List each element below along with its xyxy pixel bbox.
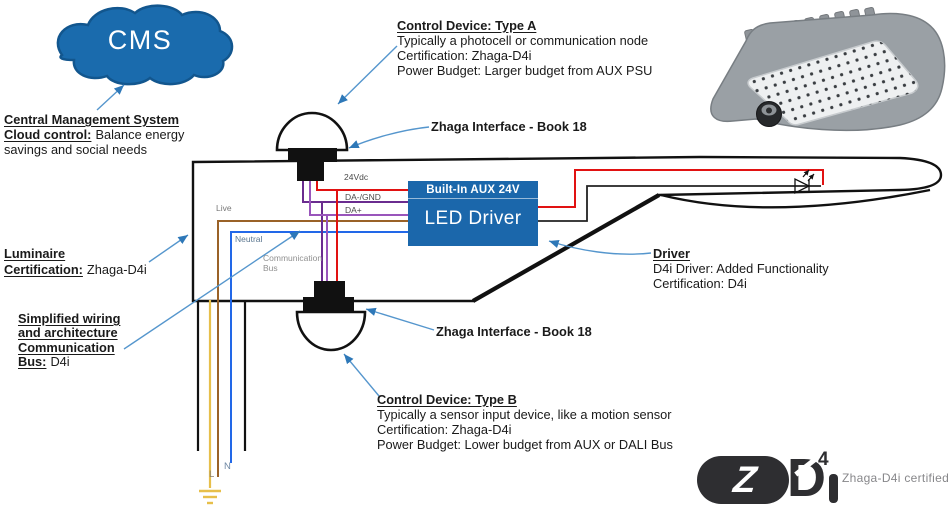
cms-cloud-label: CMS (107, 25, 173, 55)
top-dome (275, 111, 349, 152)
driver-note: Driver D4i Driver: Added Functionality C… (653, 246, 829, 291)
cms-cloud-shape (56, 4, 234, 86)
arrow-to-comm-bus (123, 230, 301, 350)
cms-cloud (56, 4, 234, 86)
driver-aux-header: Built-In AUX 24V (408, 181, 538, 199)
arrow-to-cloud (96, 84, 125, 111)
type-b-line3: Power Budget: Lower budget from AUX or D… (377, 437, 673, 452)
zhaga-book18-top-label: Zhaga Interface - Book 18 (431, 119, 587, 134)
zhaga-logo-badge (697, 456, 789, 504)
logo-i-stem (829, 474, 838, 503)
cms-note-line2: savings and social needs (4, 142, 147, 157)
logo-certified-text: Zhaga-D4i certified (842, 471, 950, 485)
logo-4-glyph: 4 (818, 449, 829, 470)
photocell-knob (756, 101, 782, 127)
cms-note-lead: Cloud control: (4, 127, 92, 142)
luminaire-value: Zhaga-D4i (86, 261, 147, 277)
luminaire-heading1: Luminaire (4, 246, 66, 261)
streetlight-photo (710, 6, 946, 132)
wire-label-da-gnd: DA-/GND (345, 192, 381, 202)
wire-da-plus (309, 180, 412, 216)
wire-label-n: N (224, 461, 231, 472)
top-receptacle-stem (297, 161, 324, 181)
led-diode-symbol (794, 169, 815, 195)
simplified-line4: Bus: (18, 354, 47, 370)
wires (208, 169, 824, 488)
type-b-heading: Control Device: Type B (377, 392, 517, 407)
driver-note-line1: D4i Driver: Added Functionality (653, 261, 829, 276)
housing-path (191, 155, 943, 303)
arrow-to-bottom-receptacle (365, 307, 435, 331)
wire-24vdc-out (536, 169, 824, 208)
wire-led-return (536, 185, 821, 222)
cms-note-lead-rest: Balance energy (95, 127, 185, 142)
type-b-note: Control Device: Type B Typically a senso… (377, 392, 673, 452)
driver-note-heading: Driver (653, 246, 690, 261)
type-a-line1: Typically a photocell or communication n… (397, 33, 649, 48)
wire-label-comm-line2: Bus (263, 263, 278, 273)
driver-note-line2: Certification: D4i (653, 276, 747, 291)
wire-label-da-plus: DA+ (345, 205, 362, 215)
bottom-dome-base (303, 297, 354, 312)
wire-da-gnd (302, 180, 412, 203)
logo-z-glyph: Z (731, 459, 759, 500)
wire-24vdc (316, 180, 412, 191)
luminaire-heading2: Certification: (4, 261, 83, 277)
type-a-heading: Control Device: Type A (397, 18, 537, 33)
arrow-to-bottom-dome (343, 353, 380, 397)
type-b-line1: Typically a sensor input device, like a … (377, 407, 672, 422)
zhaga-receptacle-top (275, 111, 349, 181)
wire-neutral (230, 231, 412, 463)
cms-note-heading: Central Management System (4, 112, 179, 127)
bottom-dome (295, 310, 367, 352)
type-b-line2: Certification: Zhaga-D4i (377, 422, 512, 437)
wire-live (217, 220, 412, 477)
wire-label-neutral: Neutral (235, 234, 263, 244)
logo-d-glyph: D (787, 448, 826, 508)
bottom-receptacle-stem (314, 281, 345, 300)
luminaire-outline (191, 155, 943, 451)
housing-diagonal (471, 193, 661, 303)
type-a-note: Control Device: Type A Typically a photo… (397, 18, 652, 78)
simplified-line3: Communication (18, 339, 115, 355)
arrow-to-top-dome (337, 45, 398, 105)
wire-label-comm-bus: Communication Bus (263, 253, 322, 273)
luminaire-note: Luminaire Certification:Zhaga-D4i (4, 246, 147, 277)
simplified-value: D4i (50, 354, 70, 370)
lens-curve (660, 188, 931, 209)
type-a-line3: Power Budget: Larger budget from AUX PSU (397, 63, 653, 78)
wire-label-comm-line1: Communication (263, 253, 323, 263)
driver-name: LED Driver (424, 208, 522, 229)
zhaga-receptacle-bottom (295, 281, 367, 352)
simplified-wiring-note: Simplified wiring and architecture Commu… (18, 311, 121, 370)
wire-label-live: Live (216, 203, 232, 213)
simplified-line1: Simplified wiring (18, 311, 121, 326)
wire-label-24vdc: 24Vdc (344, 172, 369, 182)
annotation-arrows (96, 45, 652, 397)
led-driver-box: Built-In AUX 24V LED Driver (408, 181, 538, 246)
arrow-to-housing-edge (148, 234, 189, 263)
simplified-line2: and architecture (18, 325, 118, 341)
zhaga-book18-bottom-label: Zhaga Interface - Book 18 (436, 324, 592, 339)
arrow-to-top-receptacle (348, 126, 430, 149)
top-dome-base (288, 148, 337, 162)
type-a-line2: Certification: Zhaga-D4i (397, 48, 532, 63)
earth-ground-symbol (199, 489, 221, 505)
arrow-to-led-driver (548, 239, 652, 255)
cms-note: Central Management System Cloud control:… (4, 112, 184, 157)
wire-label-l: L (209, 469, 215, 480)
